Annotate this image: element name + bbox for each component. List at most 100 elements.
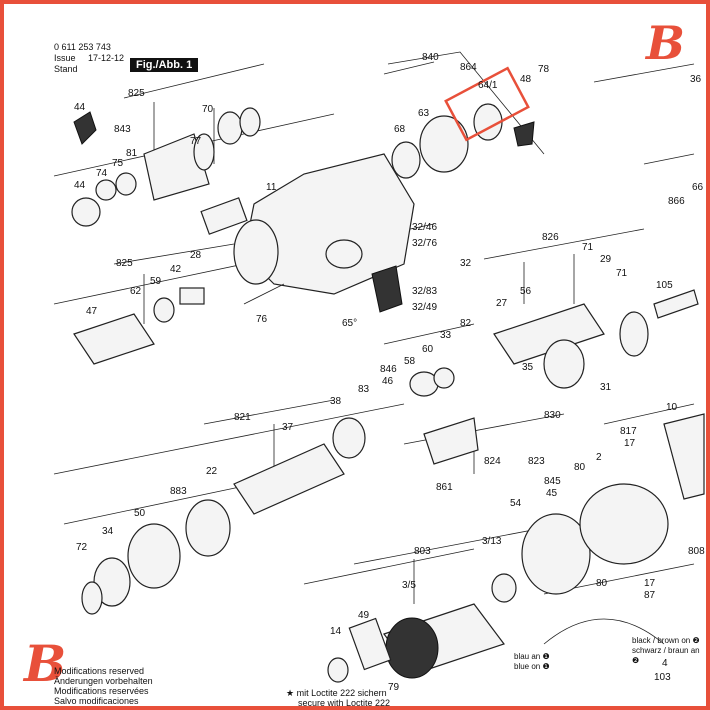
part-label: 3/13 <box>482 536 502 547</box>
part-label-highlighted: 64/1 <box>478 80 498 91</box>
part-label: 32/46 <box>412 222 437 233</box>
ring-part <box>153 297 175 323</box>
part-label: 103 <box>654 672 671 683</box>
screw-part <box>243 283 285 305</box>
part-label: 45 <box>546 488 558 499</box>
note-line: blau an ❶ <box>514 652 550 661</box>
piston-part <box>493 303 605 365</box>
ring-part <box>81 581 103 615</box>
chuck-assembly <box>71 107 261 227</box>
part-label: 32/49 <box>412 302 437 313</box>
bearing-part <box>419 115 469 173</box>
part-label: 826 <box>542 232 559 243</box>
stand-label: Stand <box>54 64 78 74</box>
part-label: 864 <box>460 62 477 73</box>
part-label: 22 <box>206 466 218 477</box>
part-label: 31 <box>600 382 612 393</box>
part-label: 32/83 <box>412 286 437 297</box>
part-label: 3/5 <box>402 580 416 591</box>
part-label: 82 <box>460 318 472 329</box>
part-label: 83 <box>358 384 370 395</box>
part-label: 38 <box>330 396 342 407</box>
part-label: 825 <box>128 88 145 99</box>
spindle-part <box>233 443 345 515</box>
figure-label: Fig./Abb. 1 <box>130 58 199 72</box>
part-label: 42 <box>170 264 182 275</box>
note-line: black / brown on ❷ <box>632 636 700 645</box>
part-label: 883 <box>170 486 187 497</box>
angle-label: 65° <box>342 318 357 329</box>
part-label: 63 <box>418 108 430 119</box>
part-label: 17 <box>624 438 636 449</box>
baffle-part <box>348 617 392 671</box>
sleeve-part <box>179 287 205 305</box>
part-label: 46 <box>382 376 394 387</box>
part-label: 80 <box>574 462 586 473</box>
part-label: 44 <box>74 102 86 113</box>
shaft-part <box>73 313 155 365</box>
note-line: Modifications reserved <box>54 666 145 676</box>
part-label: 28 <box>190 250 202 261</box>
part-label: 78 <box>538 64 550 75</box>
part-label: 17 <box>644 578 656 589</box>
fan-cover-part <box>521 513 591 595</box>
modifications-note: Modifications reserved Änderungen vorbeh… <box>54 666 153 706</box>
part-label: 11 <box>266 182 277 193</box>
note-line: schwarz / braun an ❷ <box>632 646 700 665</box>
diagram-drawing: 840 864 64/1 48 78 36 825 843 70 44 74 7… <box>53 51 705 693</box>
stator-part <box>579 483 669 565</box>
part-label: 71 <box>582 242 594 253</box>
part-label: 29 <box>600 254 612 265</box>
fan-part <box>385 617 439 679</box>
part-label: 58 <box>404 356 416 367</box>
part-label: 66 <box>692 182 704 193</box>
spring-part <box>127 523 181 589</box>
part-label: 14 <box>330 626 342 637</box>
clip-part <box>513 121 535 147</box>
wiring-part <box>543 618 665 645</box>
part-label: 50 <box>134 508 146 519</box>
part-labels: 840 864 64/1 48 78 36 825 843 70 44 74 7… <box>74 52 705 693</box>
part-label: 87 <box>644 590 656 601</box>
part-label: 846 <box>380 364 397 375</box>
highlight-box <box>444 66 530 142</box>
intermediate-shaft-group <box>73 283 285 365</box>
part-label: 34 <box>102 526 114 537</box>
part-label: 75 <box>112 158 124 169</box>
part-label: 861 <box>436 482 453 493</box>
part-label: 56 <box>520 286 532 297</box>
part-label: 866 <box>668 196 685 207</box>
ring-part <box>115 172 137 196</box>
ring-part <box>332 417 366 459</box>
part-label: 54 <box>510 498 522 509</box>
part-label: 36 <box>690 74 702 85</box>
part-label: 49 <box>358 610 370 621</box>
ring-part <box>95 179 117 201</box>
handle-part <box>663 413 705 500</box>
switch-part <box>325 239 363 269</box>
part-label: 48 <box>520 74 532 85</box>
part-label: 823 <box>528 456 545 467</box>
ring-part <box>433 367 455 389</box>
note-line: Salvo modificaciones <box>54 696 139 706</box>
part-label: 821 <box>234 412 251 423</box>
housing-assembly <box>200 153 415 313</box>
chuck-nut-part <box>71 197 101 227</box>
part-label: 81 <box>126 148 138 159</box>
chuck-sleeve-part <box>143 133 210 201</box>
part-label: 2 <box>596 452 602 463</box>
part-label: 71 <box>616 268 628 279</box>
part-label: 72 <box>76 542 88 553</box>
ring-part <box>391 141 421 179</box>
note-line: secure with Loctite 222 <box>298 698 391 708</box>
part-label: 47 <box>86 306 98 317</box>
gear-group <box>391 66 535 179</box>
part-label: 70 <box>202 104 214 115</box>
note-line: blue on ❶ <box>514 662 550 671</box>
part-label: 817 <box>620 426 637 437</box>
clutch-part <box>423 417 479 465</box>
wiring-note-right: black / brown on ❷ schwarz / braun an ❷ <box>632 636 706 666</box>
note-line: Modifications reservées <box>54 686 149 696</box>
